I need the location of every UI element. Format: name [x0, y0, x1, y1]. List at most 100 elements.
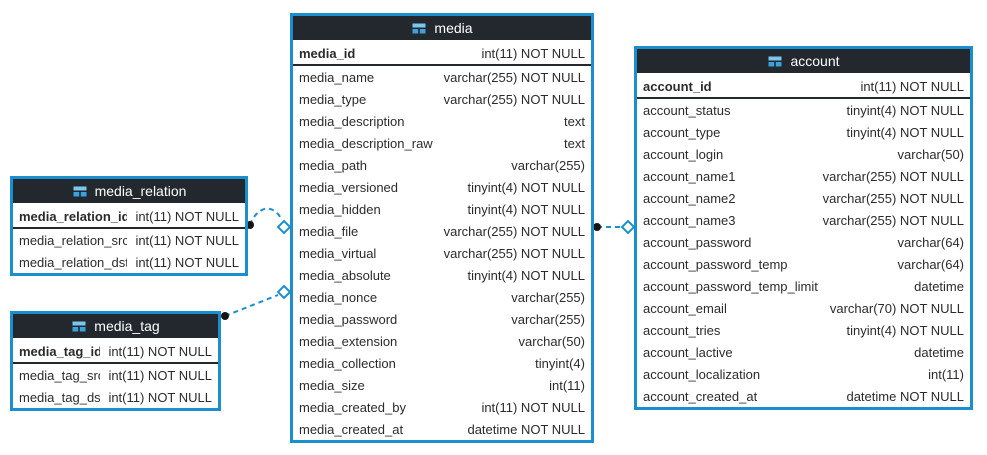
table-media-tag[interactable]: media_tag media_tag_id int(11) NOT NULL … [10, 311, 221, 411]
column-name: media_relation_dst [19, 254, 128, 270]
column-name: media_created_by [299, 399, 406, 415]
column-type: varchar(255) NOT NULL [443, 91, 585, 107]
column-name: media_hidden [299, 201, 381, 217]
column-name: account_lactive [643, 344, 733, 360]
column-name: media_extension [299, 333, 398, 349]
column-type: varchar(70) NOT NULL [829, 300, 964, 316]
column-row[interactable]: media_name varchar(255) NOT NULL [293, 66, 591, 88]
column-name: account_password [643, 234, 752, 250]
column-type: int(11) NOT NULL [108, 389, 212, 405]
column-row[interactable]: account_password_temp varchar(64) [637, 253, 970, 275]
column-name: media_type [299, 91, 367, 107]
column-row[interactable]: account_password varchar(64) [637, 231, 970, 253]
column-type: int(11) NOT NULL [481, 45, 585, 61]
column-name: media_relation_id [19, 208, 128, 224]
column-type: varchar(255) [511, 157, 585, 173]
column-type: tinyint(4) NOT NULL [467, 179, 585, 195]
column-row[interactable]: account_created_at datetime NOT NULL [637, 385, 970, 407]
column-name: account_created_at [643, 388, 758, 404]
column-name: account_id [643, 78, 712, 94]
primary-key-row[interactable]: media_tag_id int(11) NOT NULL [13, 340, 218, 364]
column-row[interactable]: media_hidden tinyint(4) NOT NULL [293, 198, 591, 220]
table-account-header[interactable]: account [637, 49, 970, 75]
column-name: account_email [643, 300, 727, 316]
column-type: varchar(255) [511, 311, 585, 327]
column-row[interactable]: account_lactive datetime [637, 341, 970, 363]
column-name: account_password_temp [643, 256, 788, 272]
column-name: media_absolute [299, 267, 391, 283]
column-name: media_collection [299, 355, 396, 371]
table-media-tag-header[interactable]: media_tag [13, 314, 218, 340]
table-media-relation[interactable]: media_relation media_relation_id int(11)… [10, 176, 248, 276]
column-name: media_password [299, 311, 398, 327]
table-title: media [434, 20, 473, 36]
table-title: media_tag [94, 318, 160, 334]
column-type: varchar(64) [897, 234, 964, 250]
column-type: datetime NOT NULL [846, 388, 964, 404]
column-type: varchar(255) NOT NULL [822, 212, 964, 228]
open-diamond-endpoint [276, 284, 292, 300]
primary-key-row[interactable]: media_id int(11) NOT NULL [293, 42, 591, 66]
column-name: media_relation_src [19, 232, 128, 248]
connector-media_tag-media [221, 284, 292, 320]
column-row[interactable]: account_name3 varchar(255) NOT NULL [637, 209, 970, 231]
connector-media_relation-media [246, 207, 292, 235]
table-account[interactable]: account account_id int(11) NOT NULL acco… [634, 46, 973, 410]
column-row[interactable]: media_type varchar(255) NOT NULL [293, 88, 591, 110]
table-title: account [790, 53, 840, 69]
table-media-header[interactable]: media [293, 16, 591, 42]
column-type: varchar(255) NOT NULL [443, 245, 585, 261]
column-type: tinyint(4) NOT NULL [846, 124, 964, 140]
column-type: varchar(64) [897, 256, 964, 272]
column-name: account_name2 [643, 190, 736, 206]
column-row[interactable]: media_password varchar(255) [293, 308, 591, 330]
column-name: media_description_raw [299, 135, 433, 151]
dot-endpoint [593, 223, 601, 231]
primary-key-row[interactable]: media_relation_id int(11) NOT NULL [13, 205, 245, 229]
column-name: media_size [299, 377, 365, 393]
column-type: varchar(255) NOT NULL [822, 168, 964, 184]
primary-key-row[interactable]: account_id int(11) NOT NULL [637, 75, 970, 99]
column-type: varchar(255) NOT NULL [443, 69, 585, 85]
column-row[interactable]: media_tag_dst int(11) NOT NULL [13, 386, 218, 408]
column-row[interactable]: account_email varchar(70) NOT NULL [637, 297, 970, 319]
column-name: media_tag_dst [19, 389, 101, 405]
column-name: account_status [643, 102, 731, 118]
column-name: account_type [643, 124, 721, 140]
column-row[interactable]: account_type tinyint(4) NOT NULL [637, 121, 970, 143]
column-type: tinyint(4) NOT NULL [467, 201, 585, 217]
column-type: int(11) NOT NULL [108, 343, 212, 359]
column-type: int(11) NOT NULL [135, 208, 239, 224]
table-media[interactable]: media media_id int(11) NOT NULL media_na… [290, 13, 594, 443]
column-type: tinyint(4) NOT NULL [846, 322, 964, 338]
table-media-relation-header[interactable]: media_relation [13, 179, 245, 205]
column-name: account_name3 [643, 212, 736, 228]
column-type: datetime [914, 344, 964, 360]
column-name: media_name [299, 69, 375, 85]
